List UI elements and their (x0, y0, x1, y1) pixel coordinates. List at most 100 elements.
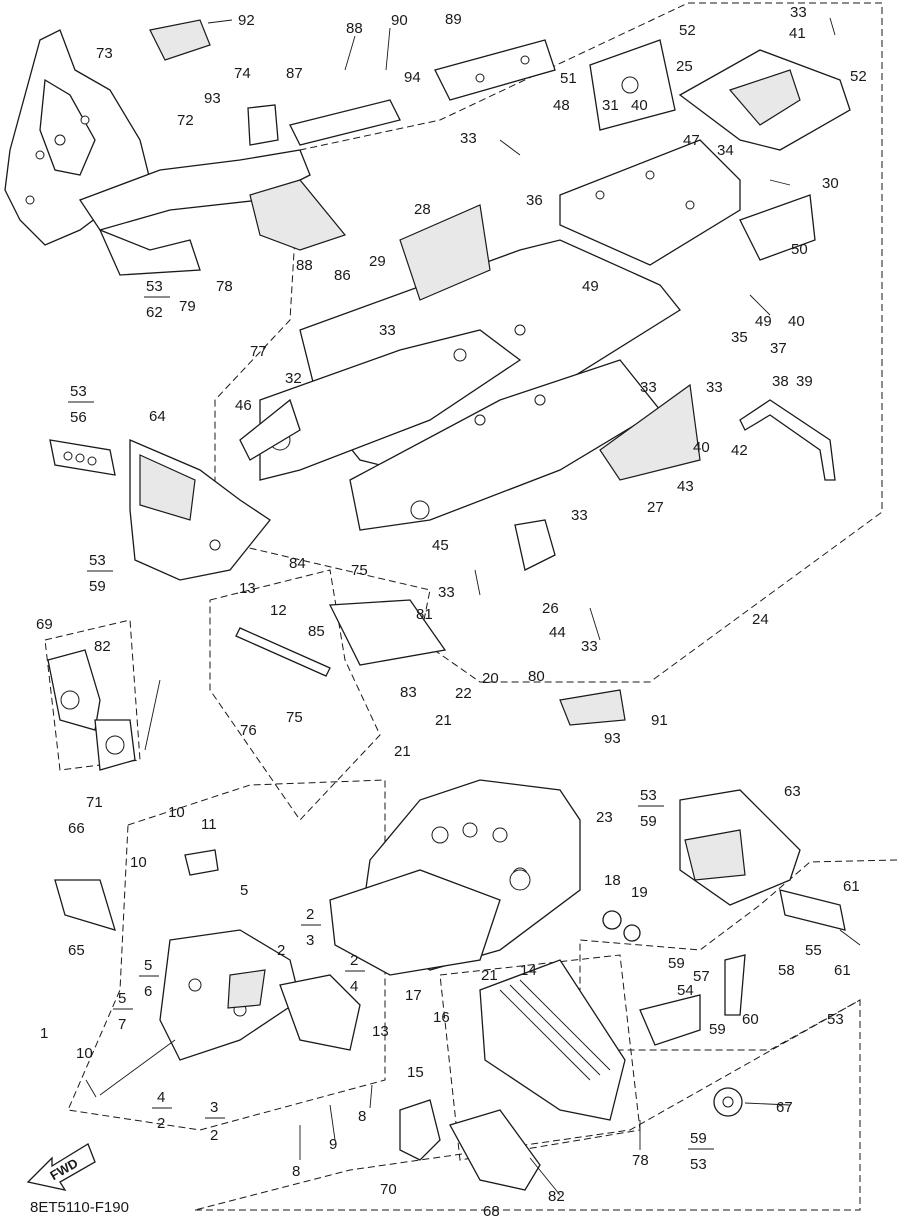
footrest-91 (559, 689, 626, 726)
callout-71: 71 (86, 794, 103, 811)
fraction-53-62: 53 62 (144, 278, 170, 321)
callout-40-b: 40 (788, 313, 805, 330)
callout-69: 69 (36, 616, 53, 633)
callout-66: 66 (68, 820, 85, 837)
callout-27: 27 (647, 499, 664, 516)
plate-46-32 (239, 398, 301, 461)
callout-54: 54 (677, 982, 694, 999)
plate-27 (599, 383, 701, 481)
callout-2: 2 (277, 942, 285, 959)
callout-38: 38 (772, 373, 789, 390)
callout-78-b: 78 (632, 1152, 649, 1169)
callout-14: 14 (520, 962, 537, 979)
fraction-bottom: 2 (157, 1115, 165, 1132)
callout-33-h: 33 (581, 638, 598, 655)
callout-10: 10 (168, 804, 185, 821)
callout-91: 91 (651, 712, 668, 729)
callout-72: 72 (177, 112, 194, 129)
callout-48: 48 (553, 97, 570, 114)
callout-63: 63 (784, 783, 801, 800)
plate-87-89 (289, 39, 556, 146)
bracket-51 (589, 39, 676, 131)
callout-10-c: 10 (76, 1045, 93, 1062)
callout-35: 35 (731, 329, 748, 346)
bar-37 (739, 399, 836, 481)
fraction-top: 53 (70, 383, 87, 400)
callout-80: 80 (528, 668, 545, 685)
callout-40-c: 40 (693, 439, 710, 456)
callout-10-b: 10 (130, 854, 147, 871)
fraction-bottom: 56 (70, 409, 87, 426)
callout-21-c: 21 (481, 967, 498, 984)
main-tube-72 (79, 149, 347, 276)
group-lower-outline (194, 999, 861, 1211)
callout-42: 42 (731, 442, 748, 459)
fraction-top: 53 (640, 787, 657, 804)
callout-26: 26 (542, 600, 559, 617)
callout-59-b: 59 (709, 1021, 726, 1038)
callout-49: 49 (582, 278, 599, 295)
callout-68: 68 (483, 1203, 500, 1219)
guard-64 (129, 439, 271, 581)
callout-50: 50 (791, 241, 808, 258)
bracket-50 (739, 194, 816, 261)
fraction-top: 5 (118, 990, 126, 1007)
callout-81: 81 (416, 606, 433, 623)
plate-74 (247, 104, 279, 146)
callout-23: 23 (596, 809, 613, 826)
plate-11 (184, 849, 219, 876)
callout-88: 88 (346, 20, 363, 37)
callout-75-b: 75 (286, 709, 303, 726)
group-12-outline (209, 569, 381, 821)
engine-mount-1 (159, 929, 361, 1061)
callout-74: 74 (234, 65, 251, 82)
lower-frame-cage (329, 779, 581, 976)
callout-22: 22 (455, 685, 472, 702)
guard-63 (679, 789, 801, 906)
duct-92 (149, 19, 233, 61)
callout-86: 86 (334, 267, 351, 284)
callout-67: 67 (776, 1099, 793, 1116)
fraction-bottom: 59 (640, 813, 657, 830)
bracket-26 (514, 519, 556, 571)
fraction-2-4: 2 4 (345, 952, 365, 995)
hub-67 (713, 1087, 743, 1117)
callout-25: 25 (676, 58, 693, 75)
rear-plate-25 (678, 49, 851, 151)
callout-78: 78 (216, 278, 233, 295)
callout-57: 57 (693, 968, 710, 985)
callout-40: 40 (631, 97, 648, 114)
callout-labels: 92 93 73 74 72 87 88 90 89 94 33 52 41 5… (36, 4, 867, 1219)
callout-88-b: 88 (296, 257, 313, 274)
callout-36: 36 (526, 192, 543, 209)
callout-58: 58 (778, 962, 795, 979)
fraction-top: 53 (89, 552, 106, 569)
callout-93: 93 (204, 90, 221, 107)
callout-52: 52 (679, 22, 696, 39)
callout-70: 70 (380, 1181, 397, 1198)
fraction-53-56: 53 56 (68, 383, 94, 426)
callout-33: 33 (790, 4, 807, 21)
fraction-top: 59 (690, 1130, 707, 1147)
callout-13: 13 (239, 580, 256, 597)
callout-29: 29 (369, 253, 386, 270)
fraction-callouts: 53 62 53 56 53 59 53 59 59 53 4 2 (68, 278, 714, 1173)
fraction-bottom: 3 (306, 932, 314, 949)
callout-19: 19 (631, 884, 648, 901)
callout-8-b: 8 (292, 1163, 300, 1180)
callout-18: 18 (604, 872, 621, 889)
forward-arrow: FWD (26, 1143, 96, 1191)
callout-46: 46 (235, 397, 252, 414)
fraction-bottom: 2 (210, 1127, 218, 1144)
callout-55: 55 (805, 942, 822, 959)
callout-20: 20 (482, 670, 499, 687)
main-frame-24 (259, 239, 681, 531)
callout-33-c: 33 (379, 322, 396, 339)
callout-76: 76 (240, 722, 257, 739)
diagram-code: 8ET5110-F190 (30, 1199, 129, 1216)
callout-82: 82 (94, 638, 111, 655)
callout-59: 59 (668, 955, 685, 972)
callout-33-g: 33 (438, 584, 455, 601)
